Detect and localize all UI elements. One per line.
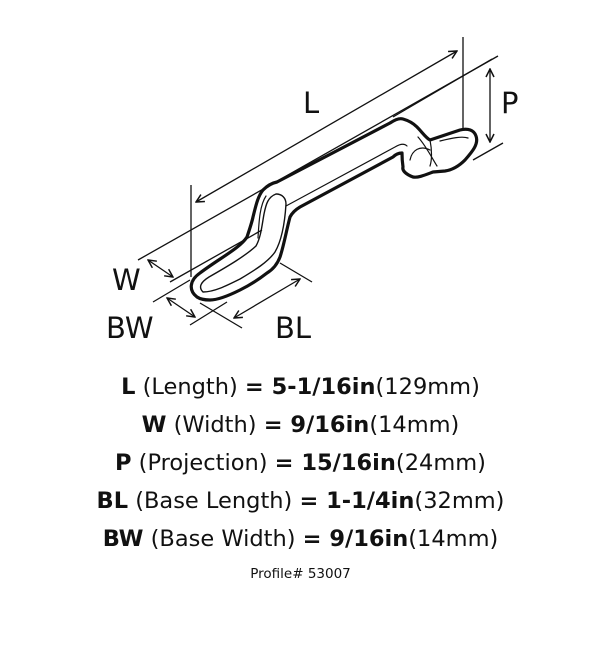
handle-outline xyxy=(189,117,479,302)
handle-dimension-drawing xyxy=(137,37,504,329)
spec-eq: = xyxy=(302,526,330,552)
spec-base-length: BL (Base Length) = 1-1/4in(32mm) xyxy=(0,482,601,520)
dimension-specs: L (Length) = 5-1/16in(129mm) W (Width) =… xyxy=(0,368,601,558)
spec-eq: = xyxy=(299,488,327,514)
label-base-width: BW xyxy=(106,311,154,345)
spec-name: (Base Length) xyxy=(128,488,300,514)
spec-length: L (Length) = 5-1/16in(129mm) xyxy=(0,368,601,406)
spec-projection: P (Projection) = 15/16in(24mm) xyxy=(0,444,601,482)
spec-name: (Width) xyxy=(166,412,264,438)
spec-metric: (14mm) xyxy=(408,526,499,552)
dimension-lines xyxy=(137,37,504,329)
spec-abbr: BW xyxy=(102,526,144,552)
spec-width: W (Width) = 9/16in(14mm) xyxy=(0,406,601,444)
spec-metric: (32mm) xyxy=(414,488,505,514)
spec-metric: (24mm) xyxy=(395,450,486,476)
spec-imperial: 15/16in xyxy=(301,450,396,476)
spec-eq: = xyxy=(263,412,291,438)
spec-imperial: 1-1/4in xyxy=(326,488,415,514)
label-length: L xyxy=(303,86,320,120)
spec-abbr: BL xyxy=(96,488,129,514)
spec-eq: = xyxy=(274,450,302,476)
spec-abbr: W xyxy=(141,412,167,438)
spec-name: (Length) xyxy=(135,374,245,400)
label-width: W xyxy=(112,263,141,297)
spec-abbr: L xyxy=(121,374,136,400)
label-base-length: BL xyxy=(275,311,312,345)
spec-metric: (129mm) xyxy=(375,374,480,400)
spec-name: (Base Width) xyxy=(143,526,303,552)
spec-eq: = xyxy=(244,374,272,400)
spec-imperial: 5-1/16in xyxy=(271,374,376,400)
spec-imperial: 9/16in xyxy=(290,412,370,438)
label-projection: P xyxy=(501,86,519,120)
spec-base-width: BW (Base Width) = 9/16in(14mm) xyxy=(0,520,601,558)
spec-metric: (14mm) xyxy=(369,412,460,438)
spec-name: (Projection) xyxy=(131,450,275,476)
spec-imperial: 9/16in xyxy=(329,526,409,552)
spec-abbr: P xyxy=(115,450,132,476)
profile-number: Profile# 53007 xyxy=(250,566,351,582)
